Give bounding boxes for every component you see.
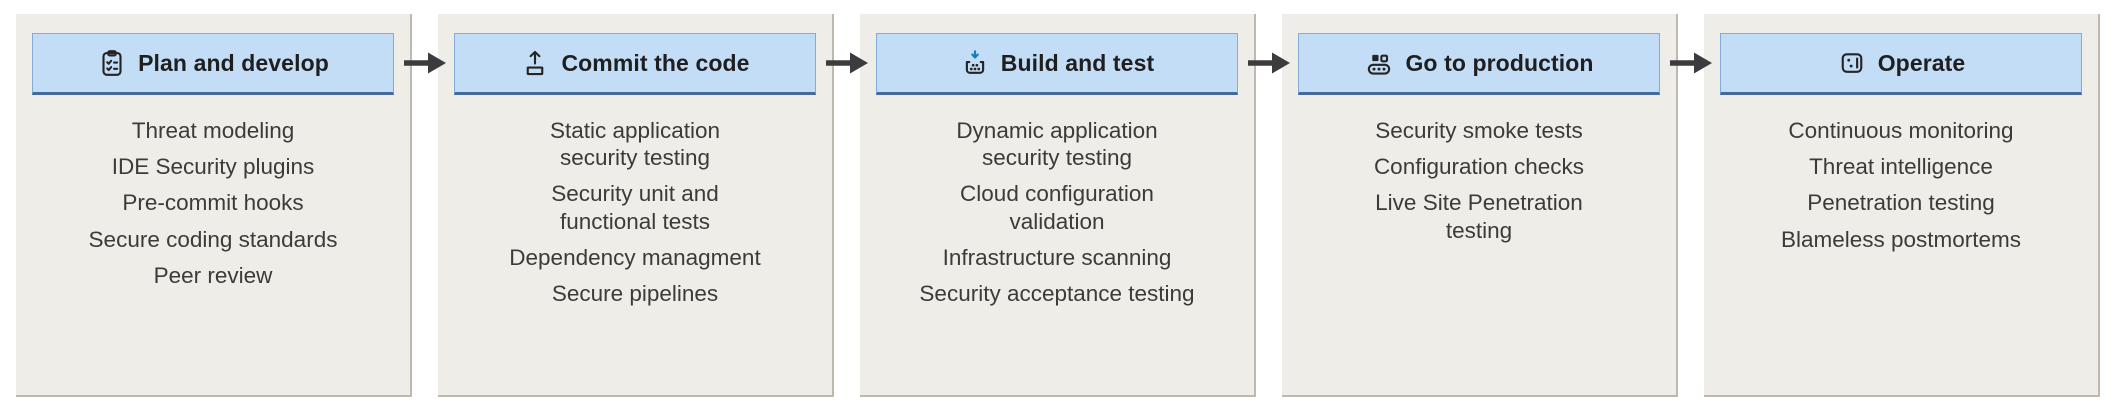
package-install-icon xyxy=(960,48,990,78)
stage-item: Configuration checks xyxy=(1373,154,1585,180)
flow-arrow-icon xyxy=(1670,52,1712,74)
stage-item: Live Site Penetration testing xyxy=(1375,190,1583,243)
stage-title: Commit the code xyxy=(561,49,750,76)
stage-card-operate: Operate Continuous monitoring Threat int… xyxy=(1704,14,2100,397)
operate-gauge-icon xyxy=(1837,48,1867,78)
stage-items-list: Static application security testing Secu… xyxy=(454,117,816,307)
stage-header-plan-and-develop[interactable]: Plan and develop xyxy=(32,33,394,95)
stage-items-list: Continuous monitoring Threat intelligenc… xyxy=(1720,117,2082,253)
stage-items-list: Dynamic application security testing Clo… xyxy=(876,117,1238,307)
stage-item: Threat intelligence xyxy=(1809,154,1993,180)
stage-title: Build and test xyxy=(1000,49,1155,76)
conveyor-belt-icon xyxy=(1364,48,1394,78)
stage-card-build-and-test: Build and test Dynamic application secur… xyxy=(860,14,1256,397)
stage-title: Operate xyxy=(1877,49,1966,76)
stage-item: Secure coding standards xyxy=(88,226,338,252)
stage-card-go-to-production: Go to production Security smoke tests Co… xyxy=(1282,14,1678,397)
clipboard-checklist-icon xyxy=(97,48,127,78)
stage-items-list: Threat modeling IDE Security plugins Pre… xyxy=(32,117,394,289)
stage-item: Security unit and functional tests xyxy=(551,181,719,234)
stage-item: Dependency managment xyxy=(509,244,761,270)
upload-icon xyxy=(520,48,550,78)
stage-item: Blameless postmortems xyxy=(1780,226,2022,252)
stage-item: Cloud configuration validation xyxy=(960,181,1154,234)
stage-header-commit-the-code[interactable]: Commit the code xyxy=(454,33,816,95)
stage-item: Security acceptance testing xyxy=(919,281,1195,307)
stage-header-go-to-production[interactable]: Go to production xyxy=(1298,33,1660,95)
stage-item: Infrastructure scanning xyxy=(942,244,1172,270)
stage-title: Go to production xyxy=(1405,49,1594,76)
stage-item: Security smoke tests xyxy=(1375,118,1583,143)
flow-arrow-icon xyxy=(404,52,446,74)
flow-arrow-icon xyxy=(1248,52,1290,74)
stage-header-build-and-test[interactable]: Build and test xyxy=(876,33,1238,95)
stage-header-operate[interactable]: Operate xyxy=(1720,33,2082,95)
stage-item: IDE Security plugins xyxy=(111,154,315,180)
stage-card-plan-and-develop: Plan and develop Threat modeling IDE Sec… xyxy=(16,14,412,397)
stage-title: Plan and develop xyxy=(138,49,329,76)
stage-item: Secure pipelines xyxy=(551,281,719,307)
stage-item: Penetration testing xyxy=(1807,190,1995,216)
flow-arrow-gap xyxy=(826,14,868,134)
stage-item: Dynamic application security testing xyxy=(956,118,1158,171)
stage-item: Static application security testing xyxy=(549,118,721,171)
stage-item: Continuous monitoring xyxy=(1788,118,2014,143)
stage-items-list: Security smoke tests Configuration check… xyxy=(1298,117,1660,244)
flow-arrow-gap xyxy=(1670,14,1712,134)
flow-arrow-gap xyxy=(404,14,446,134)
flow-arrow-gap xyxy=(1248,14,1290,134)
flow-arrow-icon xyxy=(826,52,868,74)
stage-card-commit-the-code: Commit the code Static application secur… xyxy=(438,14,834,397)
stage-item: Pre-commit hooks xyxy=(122,190,304,216)
stage-item: Threat modeling xyxy=(131,118,295,143)
stage-item: Peer review xyxy=(153,262,273,288)
